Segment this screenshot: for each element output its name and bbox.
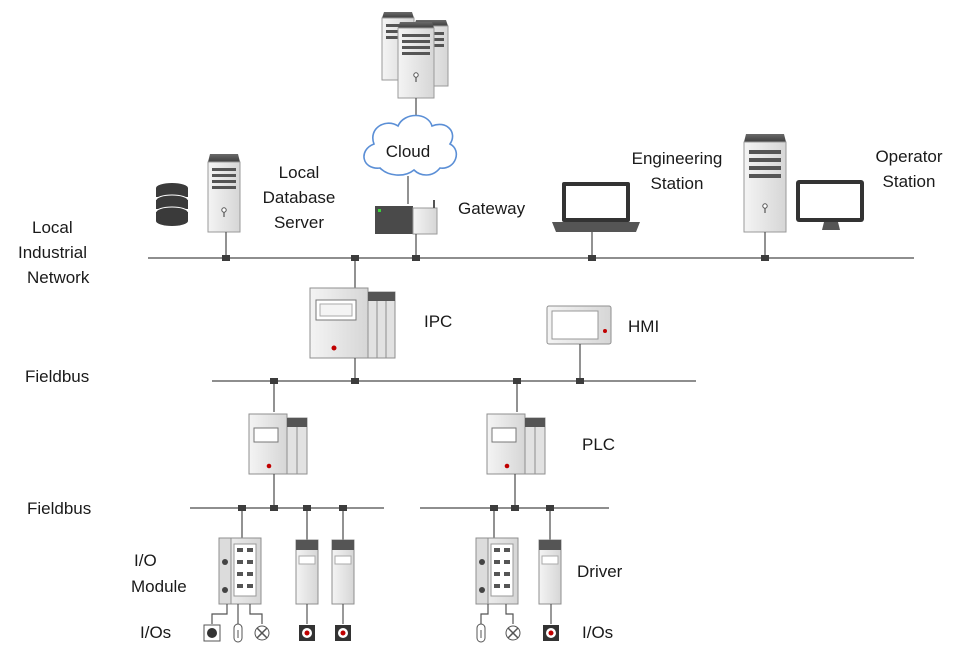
monitor-icon — [796, 180, 864, 230]
io-module-label-line1: I/O — [134, 551, 157, 570]
cloud-icon — [363, 114, 458, 176]
motor-icon — [299, 625, 315, 641]
sensor-icon — [233, 623, 243, 643]
driver-icon — [295, 539, 319, 605]
local-industrial-network-label-line1: Local — [32, 218, 73, 237]
bus-connector — [511, 505, 519, 511]
local-database-server-label-line3: Server — [274, 213, 324, 232]
bus-connector — [490, 505, 498, 511]
motor-icon — [335, 625, 351, 641]
driver-icon — [331, 539, 355, 605]
bus-connector — [761, 255, 769, 261]
hmi-icon — [546, 305, 612, 345]
bus-connector — [238, 505, 246, 511]
operator-station-label-line1: Operator — [875, 147, 942, 166]
operator-station-label-line2: Station — [883, 172, 936, 191]
database-server-tower-icon — [207, 154, 241, 233]
driver-label: Driver — [577, 562, 623, 581]
laptop-icon — [552, 182, 640, 232]
gateway-label: Gateway — [458, 199, 526, 218]
push-button-icon — [203, 624, 221, 642]
ipc-label: IPC — [424, 312, 452, 331]
hmi-label: HMI — [628, 317, 659, 336]
local-database-server-label-line1: Local — [279, 163, 320, 182]
bus-connector — [412, 255, 420, 261]
engineering-station-label-line1: Engineering — [632, 149, 723, 168]
io-wire — [505, 604, 514, 624]
cloud-label: Cloud — [386, 142, 430, 161]
cloud-server-cluster-icon — [381, 12, 449, 99]
driver-icon — [538, 539, 562, 605]
bus-connector — [222, 255, 230, 261]
bus-connector — [270, 505, 278, 511]
engineering-station-label-line2: Station — [651, 174, 704, 193]
bus-connector — [351, 378, 359, 384]
bus-connector — [513, 378, 521, 384]
sensor-icon — [476, 623, 486, 643]
plc-icon — [248, 413, 308, 475]
bus-connector — [588, 255, 596, 261]
bus-connector — [270, 378, 278, 384]
io-module-icon — [475, 537, 519, 605]
bus-connector — [303, 505, 311, 511]
local-industrial-network-label-line3: Network — [27, 268, 90, 287]
lamp-icon — [254, 625, 270, 641]
bus-connector — [339, 505, 347, 511]
io-wire — [249, 604, 263, 624]
ios-right-label: I/Os — [582, 623, 613, 642]
motor-icon — [543, 625, 559, 641]
io-wire — [211, 604, 228, 624]
database-icon — [155, 183, 189, 226]
fieldbus-upper-label: Fieldbus — [25, 367, 89, 386]
plc-icon — [486, 413, 546, 475]
server-tower-icon — [397, 22, 435, 99]
fieldbus-lower-label: Fieldbus — [27, 499, 91, 518]
io-module-label-line2: Module — [131, 577, 187, 596]
ipc-icon — [309, 287, 396, 359]
bus-connector — [351, 255, 359, 261]
plc-label: PLC — [582, 435, 615, 454]
operator-tower-icon — [743, 134, 787, 233]
io-wire — [480, 604, 489, 624]
local-industrial-network-label-line2: Industrial — [18, 243, 87, 262]
bus-connector — [576, 378, 584, 384]
bus-connector — [546, 505, 554, 511]
local-database-server-label-line2: Database — [263, 188, 336, 207]
lamp-icon — [505, 625, 521, 641]
gateway-icon — [375, 200, 438, 235]
ios-left-label: I/Os — [140, 623, 171, 642]
io-module-icon — [218, 537, 262, 605]
